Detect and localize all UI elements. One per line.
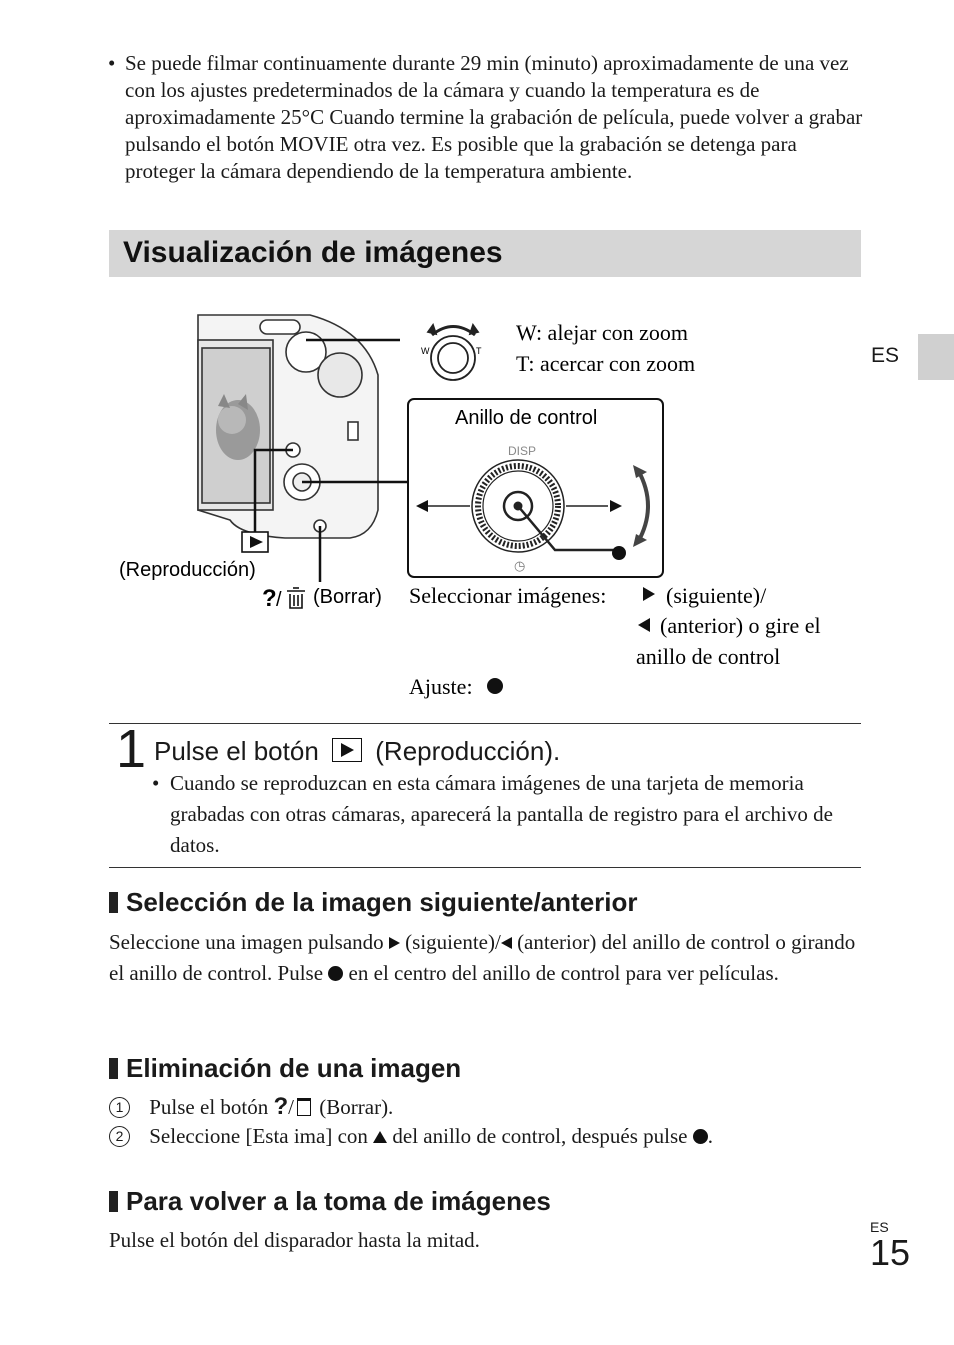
side-language-label: ES [871,344,900,367]
note-text: Cuando se reproduzcan en esta cámara imá… [170,771,833,857]
bullet-dot: • [108,51,116,75]
center-dot-icon [328,966,344,981]
trash-icon [297,1098,312,1116]
right-arrow-icon [610,500,622,512]
sub2-heading: Eliminación de una imagen [109,1053,461,1084]
footer-language: ES [870,1219,889,1235]
center-button-icon [612,546,626,560]
zoom-t-text: T: acercar con zoom [516,351,695,376]
section-header: Visualización de imágenes [109,230,861,277]
up-arrow-icon [373,1131,388,1143]
disp-label: DISP [508,444,536,458]
intro-bullet-text: Se puede filmar continuamente durante 29… [125,51,863,183]
page-number: 15 [870,1232,911,1273]
slash-separator: / [288,1095,295,1119]
slash-separator: / [276,589,282,611]
ring-label: Anillo de control [455,407,597,429]
sub1-title: Selección de la imagen siguiente/anterio… [126,887,638,917]
self-timer-icon: ◷ [514,559,525,574]
step-1-note: • Cuando se reproduzcan en esta cámara i… [152,768,852,861]
adjust-dot-icon [487,678,503,694]
sub2-item2-before: Seleccione [Esta ima] con [149,1124,368,1148]
sub1-t2: (siguiente)/ [405,930,501,954]
control-ring-icon [428,459,615,553]
camera-diagram: W T W: alejar con zoom T: acercar con zo… [119,314,821,699]
step-title-before: Pulse el botón [154,736,319,766]
prev-arrow-icon [638,618,650,632]
screen-photo [216,394,260,460]
section-title: Visualización de imágenes [123,236,503,269]
step-number: 1 [116,719,147,779]
sub2-item1-before: Pulse el botón [149,1095,269,1119]
left-arrow-icon [416,500,428,512]
help-icon: ? [273,1093,289,1120]
sub3-title: Para volver a la toma de imágenes [126,1186,551,1216]
sub1-t4: en el centro del anillo de control para … [348,961,779,985]
sub1-body: Seleccione una imagen pulsando (siguient… [109,927,861,989]
adjust-label: Ajuste: [409,674,473,699]
step-1-box [109,723,861,868]
step-title-after: (Reproducción). [375,736,561,766]
help-icon: ? [262,585,277,612]
zoom-w-text: W: alejar con zoom [516,320,688,345]
step-circle-1: 1 [109,1097,130,1118]
camera-illustration [197,314,379,539]
side-tab [918,334,954,380]
center-dot-icon [692,1129,708,1144]
sub2-item2-mid: del anillo de control, después pulse [392,1124,688,1148]
heading-marker-icon [109,1191,118,1212]
heading-marker-icon [109,1058,118,1079]
sub2-item-2: 2 Seleccione [Esta ima] con del anillo d… [109,1123,861,1150]
select-next-text: (siguiente)/ [666,583,767,608]
leader-lines [253,338,408,582]
sub2-item2-after: . [707,1124,714,1148]
playback-label: (Reproducción) [119,559,256,581]
step-circle-2: 2 [109,1126,130,1147]
intro-bullet: • Se puede filmar continuamente durante … [108,50,863,185]
prev-arrow-icon [500,937,512,949]
select-prev-text: (anterior) o gire el [660,613,821,638]
sub2-item1-after: (Borrar). [319,1095,394,1119]
select-ring-text: anillo de control [636,644,780,669]
next-arrow-icon [643,587,655,601]
control-ring-callout [407,398,664,578]
note-bullet: • [152,771,160,795]
lever-t-label: T [476,346,482,356]
sub3-heading: Para volver a la toma de imágenes [109,1186,551,1217]
sub1-heading: Selección de la imagen siguiente/anterio… [109,887,638,918]
playback-button-icon [332,738,363,762]
sub2-title: Eliminación de una imagen [126,1053,462,1083]
sub2-item-1: 1 Pulse el botón ?/ (Borrar). [109,1093,861,1121]
sub3-text: Pulse el botón del disparador hasta la m… [109,1228,480,1252]
rotate-arrow-icon [636,469,650,543]
sub1-t3: (anterior) del anillo de control o giran… [109,930,856,985]
lever-w-label: W [421,346,430,356]
select-images-label: Seleccionar imágenes: [409,583,606,608]
heading-marker-icon [109,892,118,913]
trash-icon [287,587,305,609]
zoom-lever-icon [426,323,480,381]
sub1-t1: Seleccione una imagen pulsando [109,930,384,954]
next-arrow-icon [388,937,400,949]
delete-label: (Borrar) [313,586,382,608]
step-1-title: Pulse el botón (Reproducción). [154,736,560,767]
